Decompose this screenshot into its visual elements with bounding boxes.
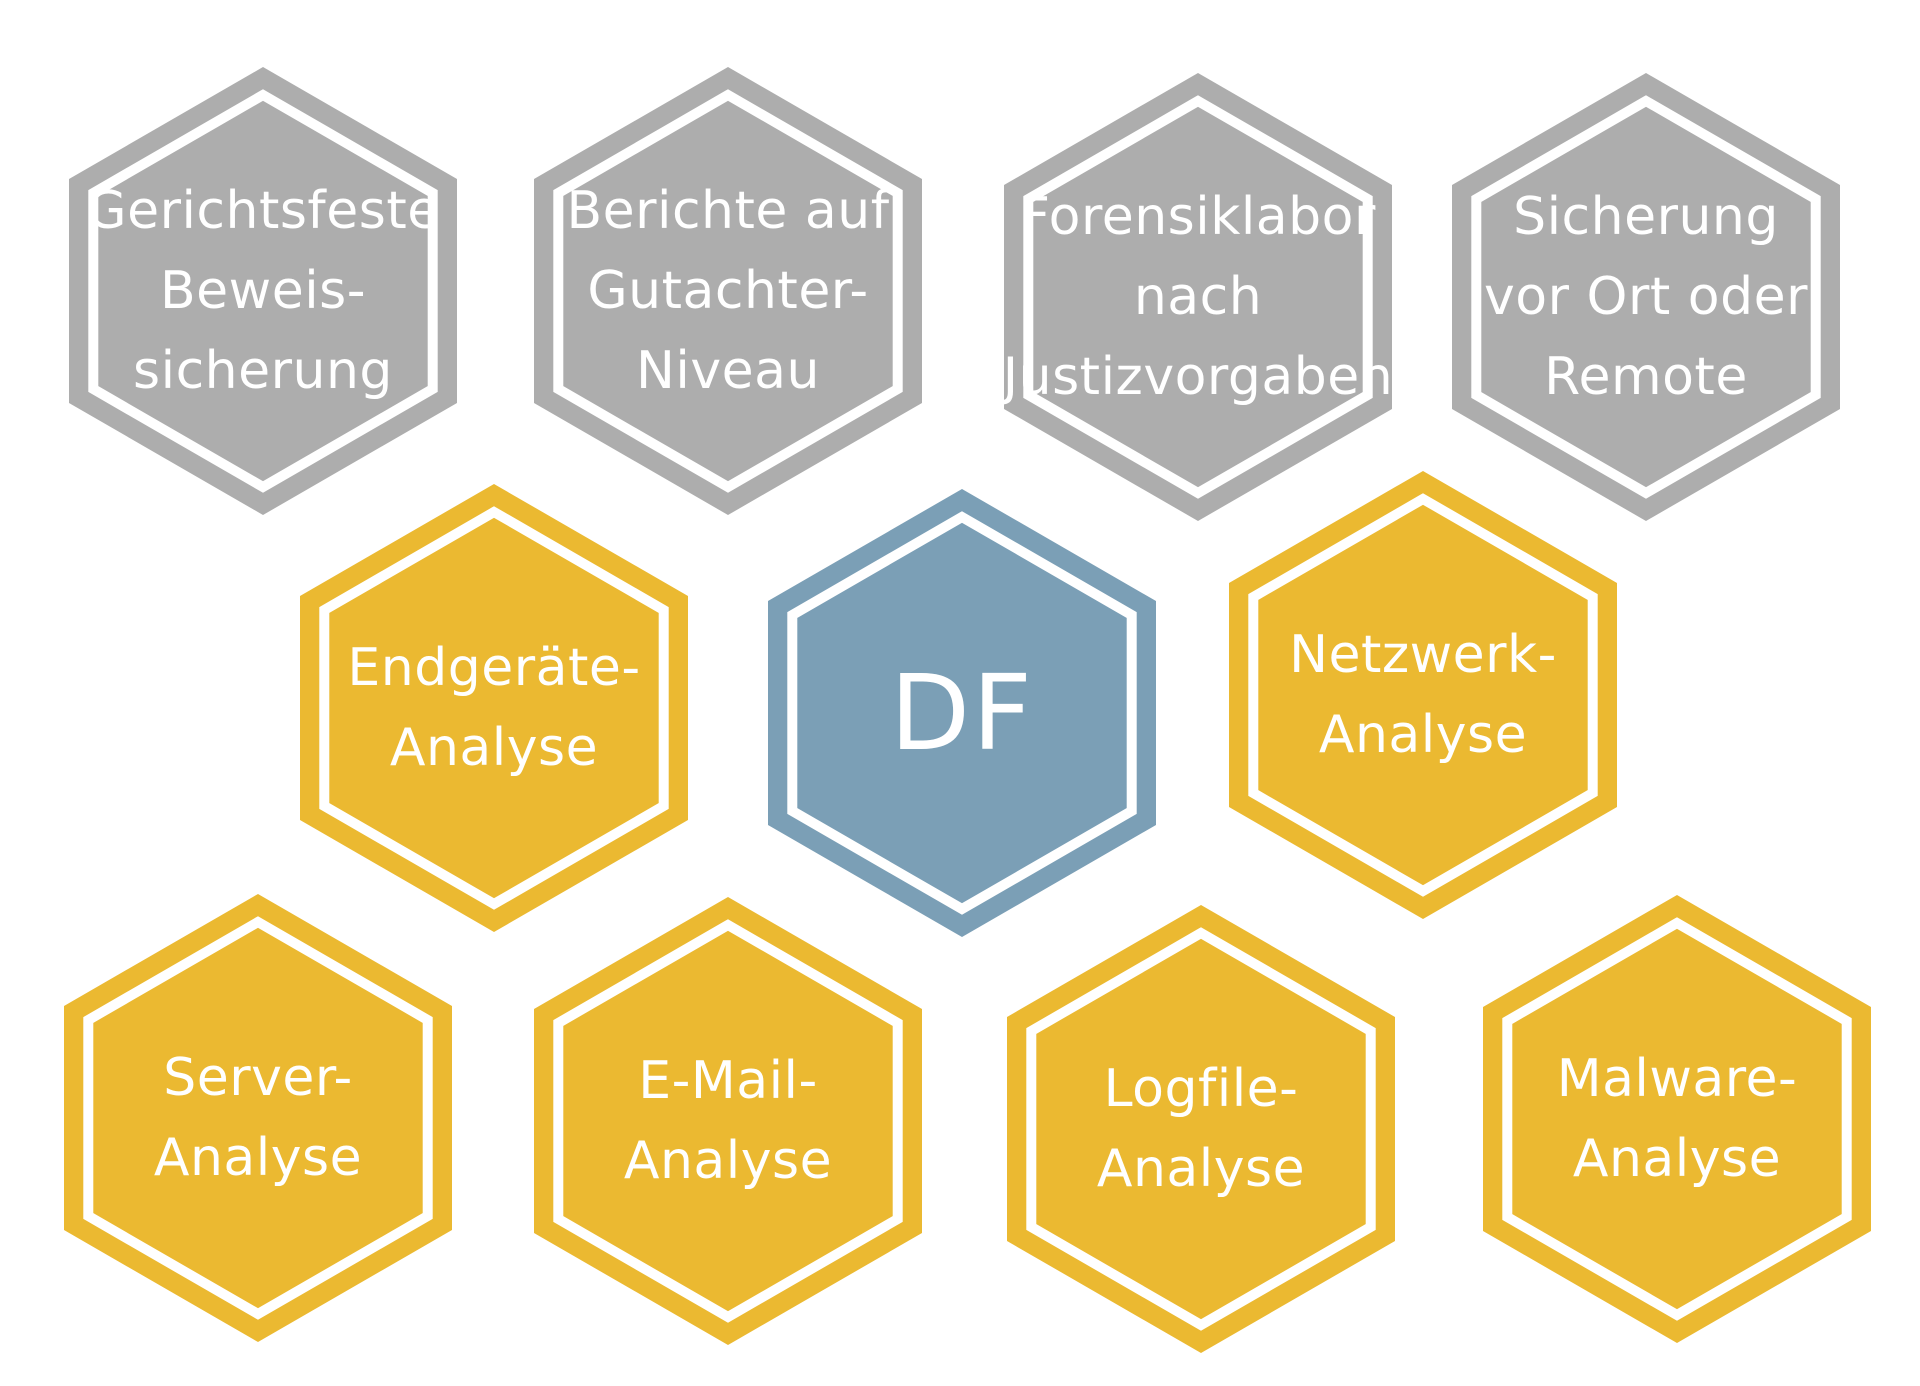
hexagon-forensiklabor-nach-justizvorgaben <box>1004 73 1392 521</box>
hexagon-fill <box>69 67 457 515</box>
hexagon-fill <box>1007 905 1395 1353</box>
hexagon-fill <box>1452 73 1840 521</box>
hexagon-inner-ring <box>787 511 1137 915</box>
hexagon-server-analyse <box>64 894 452 1342</box>
hexagon-email-analyse <box>534 897 922 1345</box>
hexagon-berichte-auf-gutachter-niveau <box>534 67 922 515</box>
hexagon-inner-ring <box>1471 95 1821 499</box>
hexagon-fill <box>1483 895 1871 1343</box>
hexagon-inner-ring <box>1023 95 1373 499</box>
hexagon-netzwerk-analyse <box>1229 471 1617 919</box>
hexagon-fill <box>1004 73 1392 521</box>
hexagon-fill <box>300 484 688 932</box>
hexagon-logfile-analyse <box>1007 905 1395 1353</box>
hexagon-fill <box>1229 471 1617 919</box>
hexagon-fill <box>768 489 1156 937</box>
hexagon-inner-ring <box>1502 917 1852 1321</box>
hexagon-inner-ring <box>1248 493 1598 897</box>
hexagon-inner-ring <box>319 506 669 910</box>
hexagon-df-center <box>768 489 1156 937</box>
hexagon-malware-analyse <box>1483 895 1871 1343</box>
hexagon-inner-ring <box>83 916 433 1320</box>
hexagon-fill <box>534 67 922 515</box>
hexagon-inner-ring <box>1026 927 1376 1331</box>
hexagon-fill <box>534 897 922 1345</box>
hexagon-fill <box>64 894 452 1342</box>
hexagon-gerichtsfeste-beweissicherung <box>69 67 457 515</box>
hexagon-inner-ring <box>553 919 903 1323</box>
hexagon-endgeraete-analyse <box>300 484 688 932</box>
hexagon-inner-ring <box>553 89 903 493</box>
hexagon-sicherung-vor-ort-oder-remote <box>1452 73 1840 521</box>
hexagon-inner-ring <box>88 89 438 493</box>
